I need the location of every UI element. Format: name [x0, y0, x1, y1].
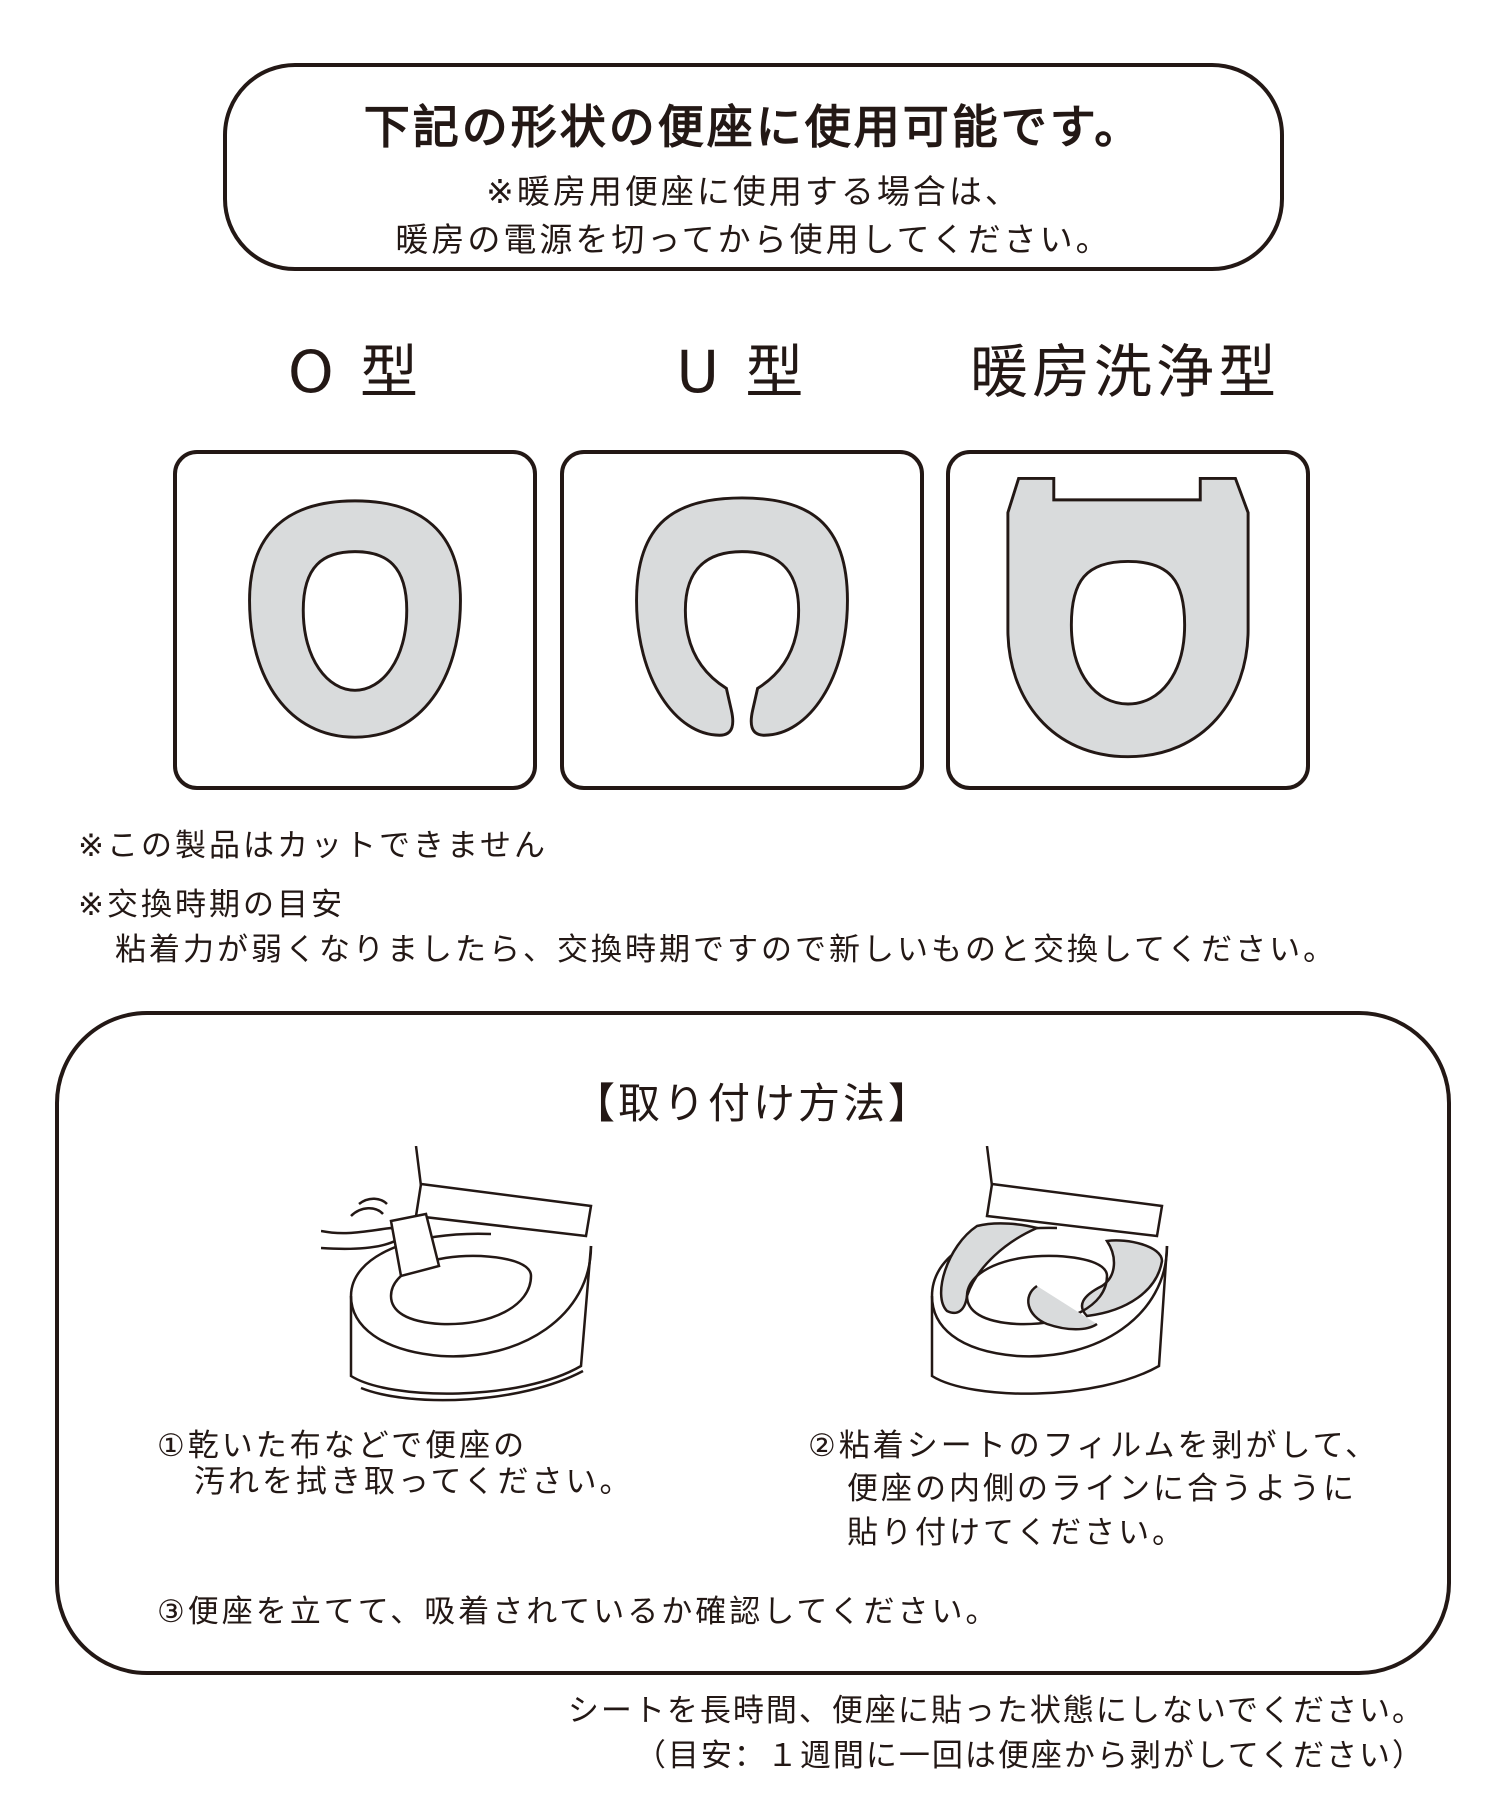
step-2-line-1: ②粘着シートのフィルムを剥がして、: [808, 1428, 1380, 1464]
u-shape-seat-panel: [560, 450, 924, 790]
step-2-line-3: 貼り付けてください。: [847, 1515, 1187, 1551]
attaching-sheet-illustration: [930, 1146, 1169, 1395]
u-shape-seat-icon: [635, 496, 849, 737]
o-shape-seat-icon: [248, 499, 462, 739]
installation-box: 【取り付け方法】 ①乾いた布などで便座の 汚れを拭き取ってください。 ②粘着シー: [55, 1011, 1451, 1675]
step-1-line-1: ①乾いた布などで便座の: [157, 1428, 528, 1464]
usage-notice-box: 下記の形状の便座に使用可能です。 ※暖房用便座に使用する場合は、 暖房の電源を切…: [223, 63, 1284, 271]
usage-title: 下記の形状の便座に使用可能です。: [363, 100, 1144, 154]
step-2-line-2: 便座の内側のラインに合うように: [847, 1471, 1357, 1507]
replacement-heading: ※交換時期の目安: [78, 887, 345, 923]
step-1-line-2: 汚れを拭き取ってください。: [194, 1464, 634, 1500]
footer-warning-line-1: シートを長時間、便座に貼った状態にしないでください。: [567, 1693, 1425, 1729]
replacement-body: 粘着力が弱くなりましたら、交換時期ですので新しいものと交換してください。: [115, 932, 1338, 968]
seat-type-label-u: U 型: [676, 338, 808, 406]
heated-washlet-seat-icon: [1006, 476, 1250, 759]
step-3: ③便座を立てて、吸着されているか確認してください。: [157, 1594, 1000, 1630]
seat-type-label-o: O 型: [287, 338, 423, 406]
footer-warning-line-2: （目安：１週間に一回は便座から剥がしてください）: [634, 1738, 1425, 1774]
heated-seat-note-line-2: 暖房の電源を切ってから使用してください。: [395, 220, 1112, 259]
wiping-seat-illustration: [321, 1146, 593, 1402]
heated-washlet-seat-panel: [946, 450, 1310, 790]
heated-seat-note-line-1: ※暖房用便座に使用する場合は、: [486, 172, 1021, 211]
seat-type-label-heated: 暖房洗浄型: [969, 338, 1280, 406]
installation-title: 【取り付け方法】: [572, 1079, 933, 1128]
cannot-cut-note: ※この製品はカットできません: [78, 828, 549, 864]
o-shape-seat-panel: [173, 450, 537, 790]
